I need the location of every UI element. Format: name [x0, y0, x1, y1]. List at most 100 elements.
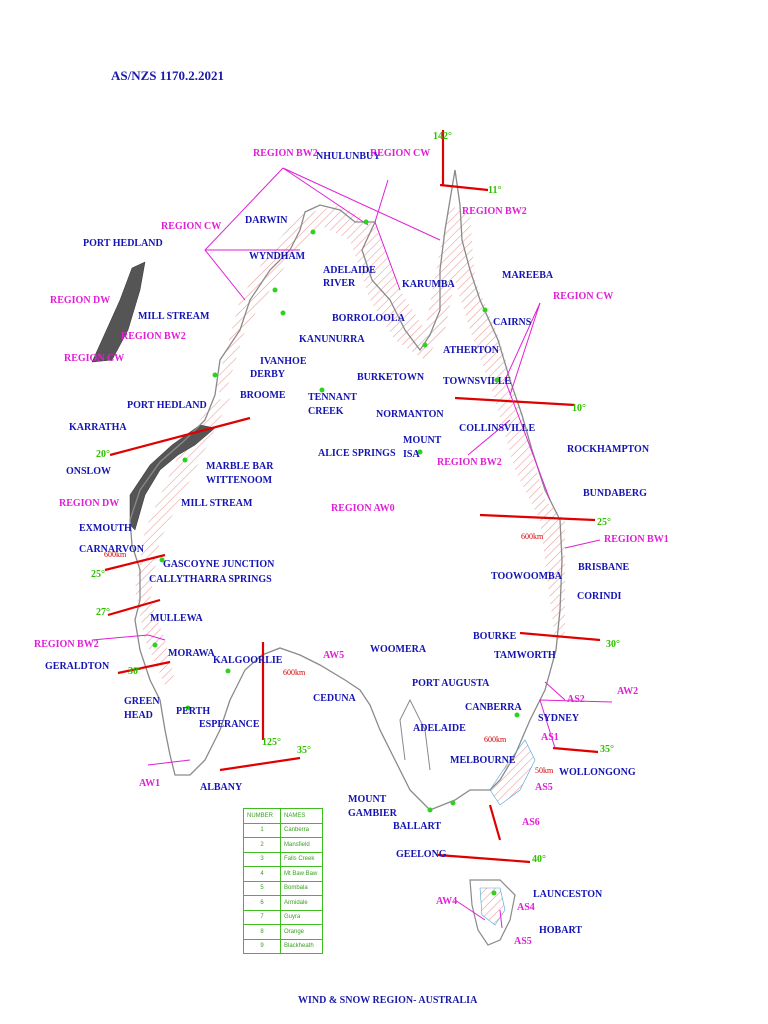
- region-bw1: REGION BW1: [604, 534, 669, 545]
- coastal-band-inset: [91, 261, 146, 363]
- map-footer-caption: WIND & SNOW REGION- AUSTRALIA: [298, 995, 478, 1006]
- region-cw-left: REGION CW: [161, 221, 222, 232]
- region-as5-a: AS5: [535, 782, 553, 793]
- boundary-label-3: 600km: [283, 668, 306, 677]
- label-broome: BROOME: [240, 390, 286, 401]
- label-normanton: NORMANTON: [376, 409, 444, 420]
- label-gascoyne: GASCOYNE JUNCTION: [163, 559, 275, 570]
- region-bw2-sw: REGION BW2: [34, 639, 99, 650]
- legend-name: Canberra: [280, 822, 323, 838]
- degree-25-west: 25°: [91, 569, 105, 580]
- label-esperance: ESPERANCE: [199, 719, 260, 730]
- degree-40: 40°: [532, 854, 546, 865]
- label-perth: PERTH: [176, 706, 211, 717]
- degree-11: 11°: [488, 185, 502, 196]
- degree-30-east: 30°: [606, 639, 620, 650]
- label-alice-springs: ALICE SPRINGS: [318, 448, 396, 459]
- label-wollongong: WOLLONGONG: [559, 767, 636, 778]
- label-tennant-1: TENNANT: [308, 392, 357, 403]
- label-darwin: DARWIN: [245, 215, 288, 226]
- label-green-2: HEAD: [124, 710, 153, 721]
- label-karumba: KARUMBA: [402, 279, 455, 290]
- label-nhulunbuy: NHULUNBUY: [316, 151, 381, 162]
- label-wyndham: WYNDHAM: [249, 251, 306, 262]
- legend-number: 3: [243, 851, 281, 867]
- hatch-southeast: [489, 739, 536, 806]
- region-cw-top: REGION CW: [370, 148, 431, 159]
- legend-header-number: NUMBER: [243, 808, 281, 824]
- region-aw1: AW1: [139, 778, 161, 789]
- region-callouts: [91, 167, 613, 929]
- label-mullewa: MULLEWA: [150, 613, 203, 624]
- degree-10: 10°: [572, 403, 586, 414]
- label-port-augusta: PORT AUGUSTA: [412, 678, 490, 689]
- legend-name: Armidale: [280, 895, 323, 911]
- legend-name: Bombala: [280, 880, 323, 896]
- label-ceduna: CEDUNA: [313, 693, 356, 704]
- legend-header-names: NAMES: [280, 808, 323, 824]
- legend-number: 2: [243, 837, 281, 853]
- label-carnarvon: CARNARVON: [79, 544, 144, 555]
- coastal-strip-west: [135, 398, 230, 685]
- label-albany: ALBANY: [200, 782, 243, 793]
- region-as6: AS6: [522, 817, 540, 828]
- label-canberra: CANBERRA: [465, 702, 522, 713]
- region-aw0: REGION AW0: [331, 503, 395, 514]
- degree-35-west: 35°: [297, 745, 311, 756]
- legend-name: Mansfield: [280, 837, 323, 853]
- region-bw2-top: REGION BW2: [253, 148, 318, 159]
- label-cairns: CAIRNS: [493, 317, 532, 328]
- degree-125: 125°: [262, 737, 281, 748]
- label-mount-gambier-1: MOUNT: [348, 794, 387, 805]
- label-mill-stream-inset: MILL STREAM: [138, 311, 210, 322]
- label-townsville: TOWNSVILLE: [443, 376, 512, 387]
- legend-name: Blackheath: [280, 938, 323, 954]
- region-bw2-ne: REGION BW2: [462, 206, 527, 217]
- label-toowoomba: TOOWOOMBA: [491, 571, 562, 582]
- label-onslow: ONSLOW: [66, 466, 112, 477]
- label-adelaide-river-1: ADELAIDE: [323, 265, 376, 276]
- legend-number: 1: [243, 822, 281, 838]
- region-bw2-inset: REGION BW2: [121, 331, 186, 342]
- region-aw4: AW4: [436, 896, 458, 907]
- legend-name: Mt Baw Baw: [280, 866, 323, 882]
- label-mount-gambier-2: GAMBIER: [348, 808, 397, 819]
- legend-number: 6: [243, 895, 281, 911]
- mainland-coastline: [129, 169, 563, 811]
- label-bourke: BOURKE: [473, 631, 517, 642]
- degree-30-west: 30°: [128, 666, 142, 677]
- legend-header-row: NUMBER NAMES: [243, 808, 323, 824]
- label-exmouth: EXMOUTH: [79, 523, 132, 534]
- label-sydney: SYDNEY: [538, 713, 580, 724]
- label-ballart: BALLART: [393, 821, 441, 832]
- boundary-label-2: 600km: [521, 532, 544, 541]
- label-port-hedland-inset: PORT HEDLAND: [83, 238, 163, 249]
- document-title: AS/NZS 1170.2.2021: [111, 68, 225, 83]
- label-mareeba: MAREEBA: [502, 270, 554, 281]
- label-hobart: HOBART: [539, 925, 582, 936]
- gulf-spencer-coast: [399, 698, 431, 771]
- region-bw2-mid: REGION BW2: [437, 457, 502, 468]
- region-as5-b: AS5: [514, 936, 532, 947]
- label-mill-stream: MILL STREAM: [181, 498, 253, 509]
- legend-name: Guyra: [280, 909, 323, 925]
- label-geelong: GEELONG: [396, 849, 447, 860]
- location-markers: [152, 219, 520, 896]
- label-tennant-2: CREEK: [308, 406, 344, 417]
- degree-20: 20°: [96, 449, 110, 460]
- label-burketown: BURKETOWN: [357, 372, 425, 383]
- legend-number: 8: [243, 924, 281, 940]
- label-brisbane: BRISBANE: [578, 562, 630, 573]
- label-geraldton: GERALDTON: [45, 661, 110, 672]
- region-cw-right: REGION CW: [553, 291, 614, 302]
- label-ivanhoe: IVANHOE: [260, 356, 307, 367]
- label-melbourne: MELBOURNE: [450, 755, 516, 766]
- legend-number: 9: [243, 938, 281, 954]
